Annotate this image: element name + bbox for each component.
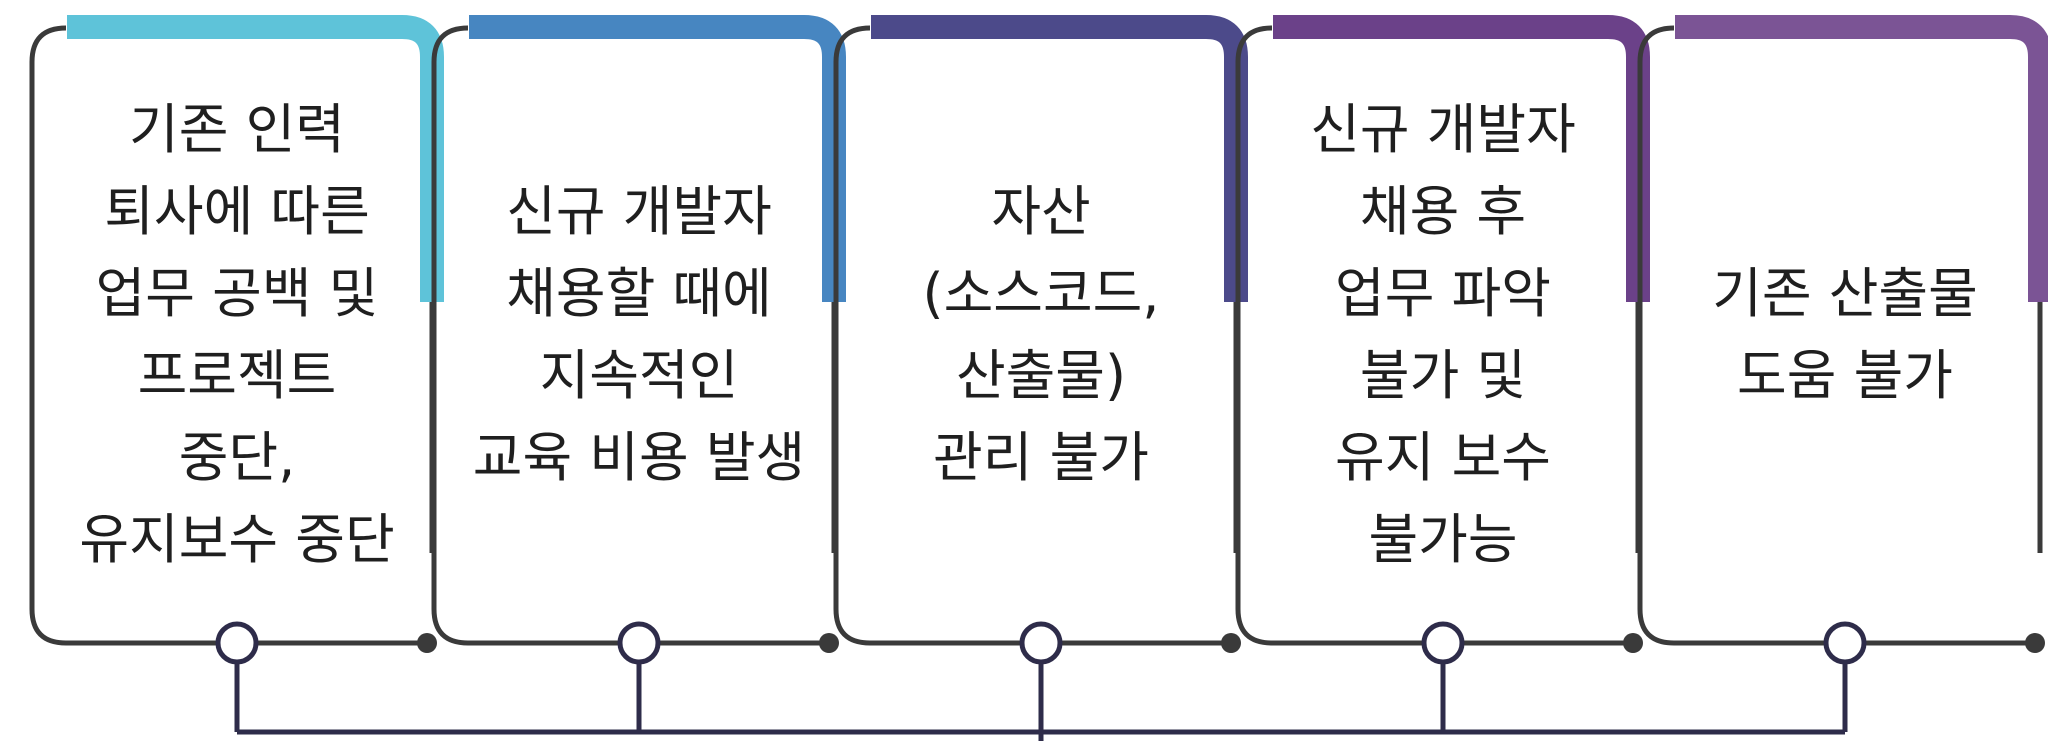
card-text-line: 기존 산출물 bbox=[1712, 262, 1978, 325]
connector-node-2 bbox=[617, 621, 661, 665]
card-text-line: 유지보수 중단 bbox=[79, 508, 394, 571]
card-text-line: 채용할 때에 bbox=[506, 262, 772, 325]
card-text-line: 채용 후 bbox=[1360, 180, 1526, 243]
card-text-line: (소스코드, bbox=[923, 262, 1160, 325]
card-text-line: 불가 및 bbox=[1360, 344, 1526, 407]
card-accent-bar bbox=[67, 15, 444, 302]
card-text-line: 업무 파악 bbox=[1335, 262, 1551, 325]
card-text-line: 기존 인력 bbox=[129, 98, 345, 161]
card-text-line: 중단, bbox=[179, 426, 296, 489]
card-accent-bar bbox=[1675, 15, 2048, 302]
card-end-dot bbox=[1623, 633, 1643, 653]
card-outline bbox=[431, 25, 824, 646]
card-accent-bar bbox=[871, 15, 1248, 302]
connector-layer bbox=[215, 621, 1867, 741]
card-text-line: 도움 불가 bbox=[1737, 344, 1953, 407]
card-outline bbox=[1637, 25, 2030, 646]
card-end-dot bbox=[819, 633, 839, 653]
card-text-line: 불가능 bbox=[1368, 508, 1517, 571]
card-text-line: 교육 비용 발생 bbox=[473, 426, 805, 489]
card-end-dot bbox=[417, 633, 437, 653]
card-end-dot bbox=[2025, 633, 2045, 653]
card-accent-bar bbox=[1273, 15, 1650, 302]
card-text-line: 관리 불가 bbox=[933, 426, 1149, 489]
connector-node-4 bbox=[1421, 621, 1465, 665]
card-accent-bar bbox=[469, 15, 846, 302]
card-end-dot bbox=[1221, 633, 1241, 653]
problem-card-3: 자산 (소스코드, 산출물) 관리 불가 bbox=[833, 15, 1248, 653]
connector-node-5 bbox=[1823, 621, 1867, 665]
connector-node-1 bbox=[215, 621, 259, 665]
card-text-line: 업무 공백 및 bbox=[96, 262, 379, 325]
card-text-line: 신규 개발자 bbox=[506, 180, 772, 243]
card-text-line: 자산 bbox=[991, 180, 1090, 243]
connector-node-3 bbox=[1019, 621, 1063, 665]
card-text-line: 신규 개발자 bbox=[1310, 98, 1576, 161]
card-text-line: 산출물) bbox=[956, 344, 1126, 407]
card-text-line: 유지 보수 bbox=[1335, 426, 1551, 489]
card-text-line: 프로젝트 bbox=[138, 344, 337, 407]
card-text-line: 지속적인 bbox=[540, 344, 739, 407]
card-text: 자산 (소스코드, 산출물) 관리 불가 bbox=[923, 180, 1160, 489]
card-outline bbox=[1235, 25, 1628, 646]
card-text-line: 퇴사에 따른 bbox=[104, 180, 370, 243]
card-outline bbox=[833, 25, 1226, 646]
card-outline bbox=[29, 25, 422, 646]
